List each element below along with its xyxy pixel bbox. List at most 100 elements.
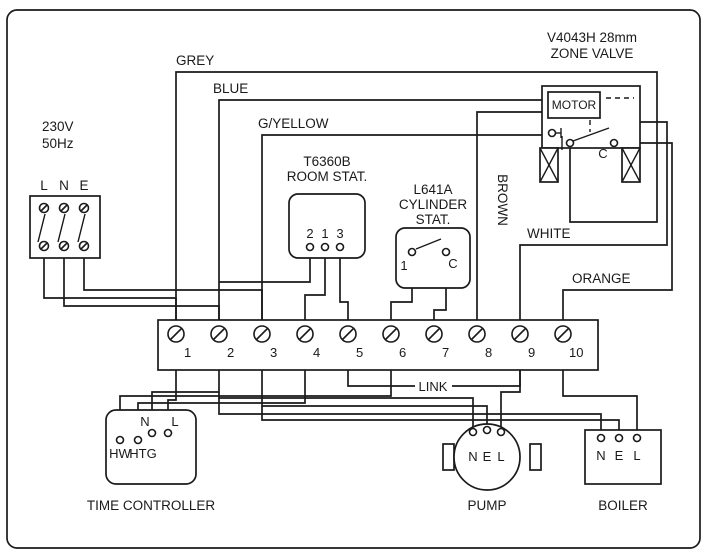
supply-frequency-label: 50Hz — [42, 136, 74, 151]
pump-terminal-l — [496, 427, 506, 437]
wire-gyellow — [261, 134, 548, 320]
strip-terminal-4 — [296, 325, 314, 343]
blue-wire-label: BLUE — [213, 81, 248, 96]
wire-boiler-e — [261, 406, 620, 435]
room-stat-model-label: T6360B — [303, 154, 350, 169]
time-controller: N L HW HTG TIME CONTROLLER — [87, 409, 216, 513]
room-stat-name-label: ROOM STAT. — [287, 169, 368, 184]
switch-contact — [565, 138, 575, 148]
cylinder-stat-terminal — [441, 247, 451, 257]
strip-terminal-1 — [167, 325, 185, 343]
boiler-terminal-n-label: N — [596, 448, 605, 463]
tc-terminal-htg-label: HTG — [129, 446, 156, 461]
time-controller-label: TIME CONTROLLER — [87, 498, 216, 513]
tc-terminal-l-label: L — [171, 414, 178, 429]
strip-terminal-10 — [554, 325, 572, 343]
grey-wire-label: GREY — [176, 53, 214, 68]
strip-terminal-9 — [511, 325, 529, 343]
strip-terminal-number: 1 — [184, 345, 191, 360]
room-stat-terminal-1-label: 1 — [321, 226, 328, 241]
wire-grey — [175, 71, 658, 320]
wire-roomstat-3 — [339, 250, 349, 320]
zone-valve: V4043H 28mm ZONE VALVE MOTOR C — [539, 30, 641, 183]
supply-terminal — [78, 202, 90, 214]
wire-labels: GREY BLUE G/YELLOW BROWN WHITE ORANGE — [176, 53, 631, 286]
pump-body — [453, 423, 521, 491]
tc-terminal-hw-label: HW — [109, 446, 131, 461]
motor-box — [547, 91, 601, 119]
room-stat-terminal-2-label: 2 — [306, 226, 313, 241]
strip-terminal-number: 10 — [569, 345, 583, 360]
room-stat-terminal — [335, 242, 345, 252]
strip-terminal-number: 9 — [528, 345, 535, 360]
room-thermostat: T6360B ROOM STAT. 2 1 3 — [287, 154, 368, 259]
wire-roomstat-1 — [304, 250, 326, 320]
brown-wire-label: BROWN — [495, 174, 510, 226]
boiler-terminal-l — [632, 433, 642, 443]
gyellow-wire-label: G/YELLOW — [258, 116, 329, 131]
wiring — [43, 71, 673, 437]
tc-terminal-n — [147, 428, 157, 438]
wire-supply-n — [63, 250, 220, 320]
supply-switch-blade — [57, 213, 66, 243]
wire-roomstat-2 — [219, 250, 311, 283]
tc-terminal-htg — [133, 435, 143, 445]
switch-blade — [572, 127, 610, 142]
terminal-strip: 1 2 3 4 5 6 7 8 9 10 LINK — [157, 319, 599, 394]
boiler-label: BOILER — [598, 498, 648, 513]
tc-terminal-l — [163, 428, 173, 438]
boiler-terminal-e-label: E — [615, 448, 624, 463]
pump: N E L PUMP — [442, 423, 542, 513]
pump-flange-right — [529, 443, 542, 471]
strip-terminal-number: 5 — [356, 345, 363, 360]
pump-terminal-n — [468, 427, 478, 437]
time-controller-box — [105, 409, 197, 485]
strip-terminal-number: 4 — [313, 345, 320, 360]
supply-voltage-label: 230V — [42, 119, 74, 134]
switch-contact-common — [609, 138, 619, 148]
flange-hatch — [621, 147, 641, 183]
white-wire-label: WHITE — [527, 226, 571, 241]
wire-link-left — [347, 370, 415, 387]
supply-switch-blade — [37, 213, 46, 243]
wire-supply-e — [83, 250, 263, 320]
supply-terminal — [58, 240, 70, 252]
boiler-terminal-l-label: L — [633, 448, 640, 463]
cylinder-stat-terminal-c-label: C — [448, 256, 457, 271]
supply-switch-blade — [77, 213, 86, 243]
pump-terminal-l-label: L — [497, 449, 504, 464]
supply-terminal — [38, 240, 50, 252]
valve-flange-right — [621, 147, 641, 183]
strip-terminal-5 — [339, 325, 357, 343]
cylinder-stat-switch-blade — [415, 238, 442, 250]
strip-terminal-7 — [425, 325, 443, 343]
wire-boiler-n — [218, 398, 602, 435]
link-label: LINK — [419, 379, 448, 394]
orange-wire-label: ORANGE — [572, 271, 631, 286]
cylinder-stat-model-label: L641A — [413, 182, 452, 197]
strip-terminal-number: 6 — [399, 345, 406, 360]
motor-label: MOTOR — [552, 98, 597, 112]
strip-terminal-number: 7 — [442, 345, 449, 360]
wire-brown — [476, 111, 548, 320]
supply-terminal-n-label: N — [59, 178, 69, 193]
strip-terminal-6 — [382, 325, 400, 343]
zone-valve-model-label: V4043H 28mm — [547, 30, 637, 45]
wire-orange — [562, 142, 673, 320]
tc-terminal-n-label: N — [140, 414, 149, 429]
pump-flange-left — [442, 443, 455, 471]
wire-link-right — [452, 370, 521, 387]
supply-terminal-e-label: E — [79, 178, 88, 193]
valve-flange-left — [539, 147, 559, 183]
supply-terminal-l-label: L — [40, 178, 48, 193]
pump-terminal-e — [482, 425, 492, 435]
tc-terminal-hw — [115, 435, 125, 445]
supply-terminal — [38, 202, 50, 214]
wire-pump-e — [261, 370, 488, 427]
strip-terminal-3 — [253, 325, 271, 343]
pump-label: PUMP — [467, 498, 506, 513]
boiler-terminal-e — [614, 433, 624, 443]
cylinder-stat-name-label-1: CYLINDER — [399, 197, 468, 212]
